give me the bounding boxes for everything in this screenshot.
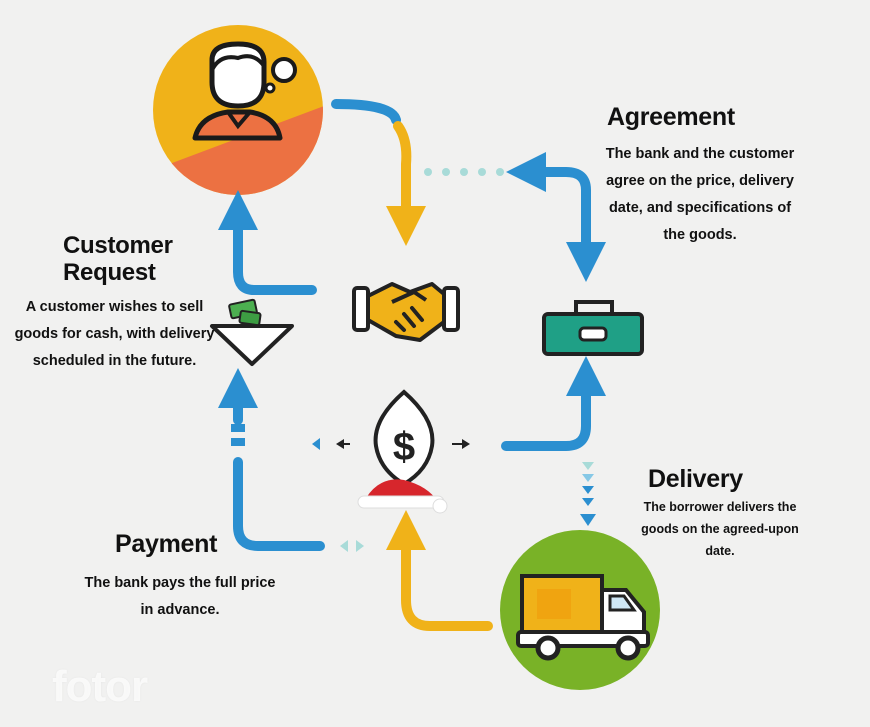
svg-text:$: $ bbox=[393, 425, 415, 469]
dollar-seed-icon: $ bbox=[373, 389, 435, 487]
delivery-node bbox=[500, 530, 660, 690]
agreement-description: The bank and the customer agree on the p… bbox=[605, 146, 795, 243]
customer-node bbox=[153, 25, 323, 195]
dotted-connector-delivery bbox=[580, 462, 596, 526]
customer-request-description: A customer wishes to sell goods for cash… bbox=[14, 299, 215, 369]
arrow-delivery-to-payment bbox=[386, 510, 493, 631]
person-thinking-icon bbox=[192, 41, 297, 141]
cash-funnel-icon bbox=[210, 298, 294, 366]
flow-arrows-blue bbox=[218, 99, 606, 551]
flow-arrows-gold bbox=[386, 121, 493, 631]
arrow-to-agreement bbox=[506, 152, 591, 273]
payment-description: The bank pays the full price in advance. bbox=[84, 575, 276, 618]
arrow-to-customer bbox=[218, 190, 317, 295]
toolbox-icon bbox=[542, 300, 644, 356]
delivery-description: The borrower delivers the goods on the a… bbox=[641, 500, 799, 558]
delivery-truck-icon bbox=[516, 574, 650, 661]
fotor-watermark: fotor bbox=[52, 662, 148, 711]
customer-request-title: Customer Request bbox=[63, 232, 173, 286]
payment-title: Payment bbox=[115, 530, 218, 558]
delivery-title: Delivery bbox=[648, 465, 743, 493]
small-arrow-markers bbox=[312, 438, 470, 552]
handshake-icon bbox=[352, 282, 460, 342]
arrow-payment-loop bbox=[233, 457, 325, 551]
santa-hat-icon bbox=[357, 479, 448, 514]
arrow-down-to-handshake bbox=[386, 121, 426, 246]
arrow-to-goods bbox=[501, 356, 606, 451]
agreement-title: Agreement bbox=[607, 103, 735, 131]
dotted-connector-top bbox=[424, 168, 504, 176]
arrow-customer-to-flow bbox=[331, 99, 401, 125]
